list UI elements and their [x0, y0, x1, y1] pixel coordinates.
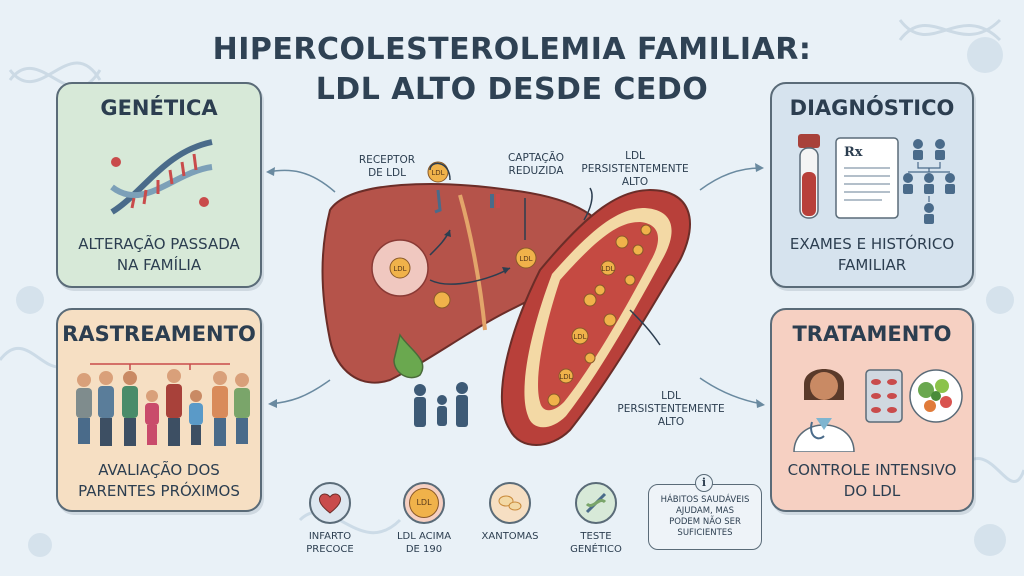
xantomas-item: XANTOMAS — [470, 482, 550, 543]
xanthoma-icon — [489, 482, 531, 524]
artery-ldl-particle — [624, 274, 636, 286]
info-icon: i — [695, 474, 713, 492]
diagnostico-heading: DIAGNÓSTICO — [789, 96, 955, 120]
artery-ldl-particle — [547, 393, 561, 407]
artery-ldl-particle: LDL — [558, 368, 574, 384]
diagnostico-caption: EXAMES E HISTÓRICO FAMILIAR — [789, 235, 955, 274]
rastreamento-card: RASTREAMENTO AVALIAÇÃO DOS PARENTES PRÓX… — [56, 308, 262, 512]
dna-icon — [110, 139, 213, 215]
rastreamento-heading: RASTREAMENTO — [62, 322, 256, 346]
page-title: HIPERCOLESTEROLEMIA FAMILIAR: LDL ALTO D… — [0, 30, 1024, 110]
receptor-label: RECEPTOR DE LDL — [358, 154, 416, 179]
genetica-caption: ALTERAÇÃO PASSADA NA FAMÍLIA — [78, 235, 240, 274]
svg-text:LDL: LDL — [573, 333, 586, 341]
tratamento-heading: TRATAMENTO — [792, 322, 952, 346]
svg-text:LDL: LDL — [519, 255, 532, 263]
artery-ldl-particle — [632, 244, 644, 256]
tratamento-card: TRATAMENTO CONTROLE INTENSIVO DO LDL — [770, 308, 974, 512]
artery-ldl-particle — [584, 352, 596, 364]
artery-ldl-particle — [640, 224, 652, 236]
liver-artery-illustration: LDL LDL LDL LDL LDL LDL — [321, 161, 691, 446]
artery-ldl-particle — [583, 293, 597, 307]
ldl-persistent-top-label: LDL PERSISTENTEMENTE ALTO — [581, 150, 689, 188]
blood-test-icon: Rx — [798, 134, 955, 224]
gallbladder — [393, 333, 424, 379]
healthy-habits-tip: HÁBITOS SAUDÁVEIS AJUDAM, MAS PODEM NÃO … — [648, 484, 762, 550]
artery-ldl-particle — [594, 284, 606, 296]
family-tree-icon — [903, 139, 955, 224]
ldl-cell-particle: LDL — [389, 257, 411, 279]
genetica-heading: GENÉTICA — [100, 96, 218, 120]
liver-ldl-particles: LDL LDL LDL — [389, 161, 537, 309]
family-icon — [76, 363, 250, 446]
ldl-receptor — [434, 189, 442, 214]
artery-ldl-particle: LDL — [600, 260, 616, 276]
dna-test-icon — [575, 482, 617, 524]
artery-ldl-particle: LDL — [571, 327, 589, 345]
title-line-1: HIPERCOLESTEROLEMIA FAMILIAR: — [212, 32, 812, 67]
ldl-captacao-particle: LDL — [515, 247, 537, 269]
ldl-particle-icon: LDL — [403, 482, 445, 524]
pill-pack-icon — [865, 369, 903, 423]
ldl-persistent-bottom-label: LDL PERSISTENTEMENTE ALTO — [617, 390, 725, 428]
heart-icon — [309, 482, 351, 524]
svg-text:LDL: LDL — [559, 373, 572, 381]
genetica-card: GENÉTICA ALTERAÇÃO PASSADA NA FAMÍLIA — [56, 82, 262, 288]
rastreamento-caption: AVALIAÇÃO DOS PARENTES PRÓXIMOS — [78, 461, 240, 500]
family-silhouette-icon — [414, 382, 468, 427]
title-line-2: LDL ALTO DESDE CEDO — [315, 72, 709, 107]
prescription-symbol: Rx — [844, 145, 863, 160]
artery-ldl-particle — [615, 235, 629, 249]
prescription-sheet: Rx — [835, 137, 899, 219]
svg-text:LDL: LDL — [601, 265, 614, 273]
ldl-internal-particle — [433, 291, 451, 309]
doctor-icon — [793, 369, 963, 452]
artery-ldl-particle — [603, 313, 617, 327]
ldl-receptor-particle: LDL — [427, 161, 449, 183]
svg-text:LDL: LDL — [431, 169, 444, 177]
tratamento-caption: CONTROLE INTENSIVO DO LDL — [787, 461, 957, 500]
salad-bowl-icon — [909, 369, 963, 423]
artery-ldl-particles: LDL LDL LDL — [547, 224, 652, 407]
captacao-label: CAPTAÇÃO REDUZIDA — [507, 152, 565, 177]
diagnostico-card: DIAGNÓSTICO Rx EXAMES E HISTÓRICO FAMILI… — [770, 82, 974, 288]
svg-text:LDL: LDL — [393, 265, 406, 273]
